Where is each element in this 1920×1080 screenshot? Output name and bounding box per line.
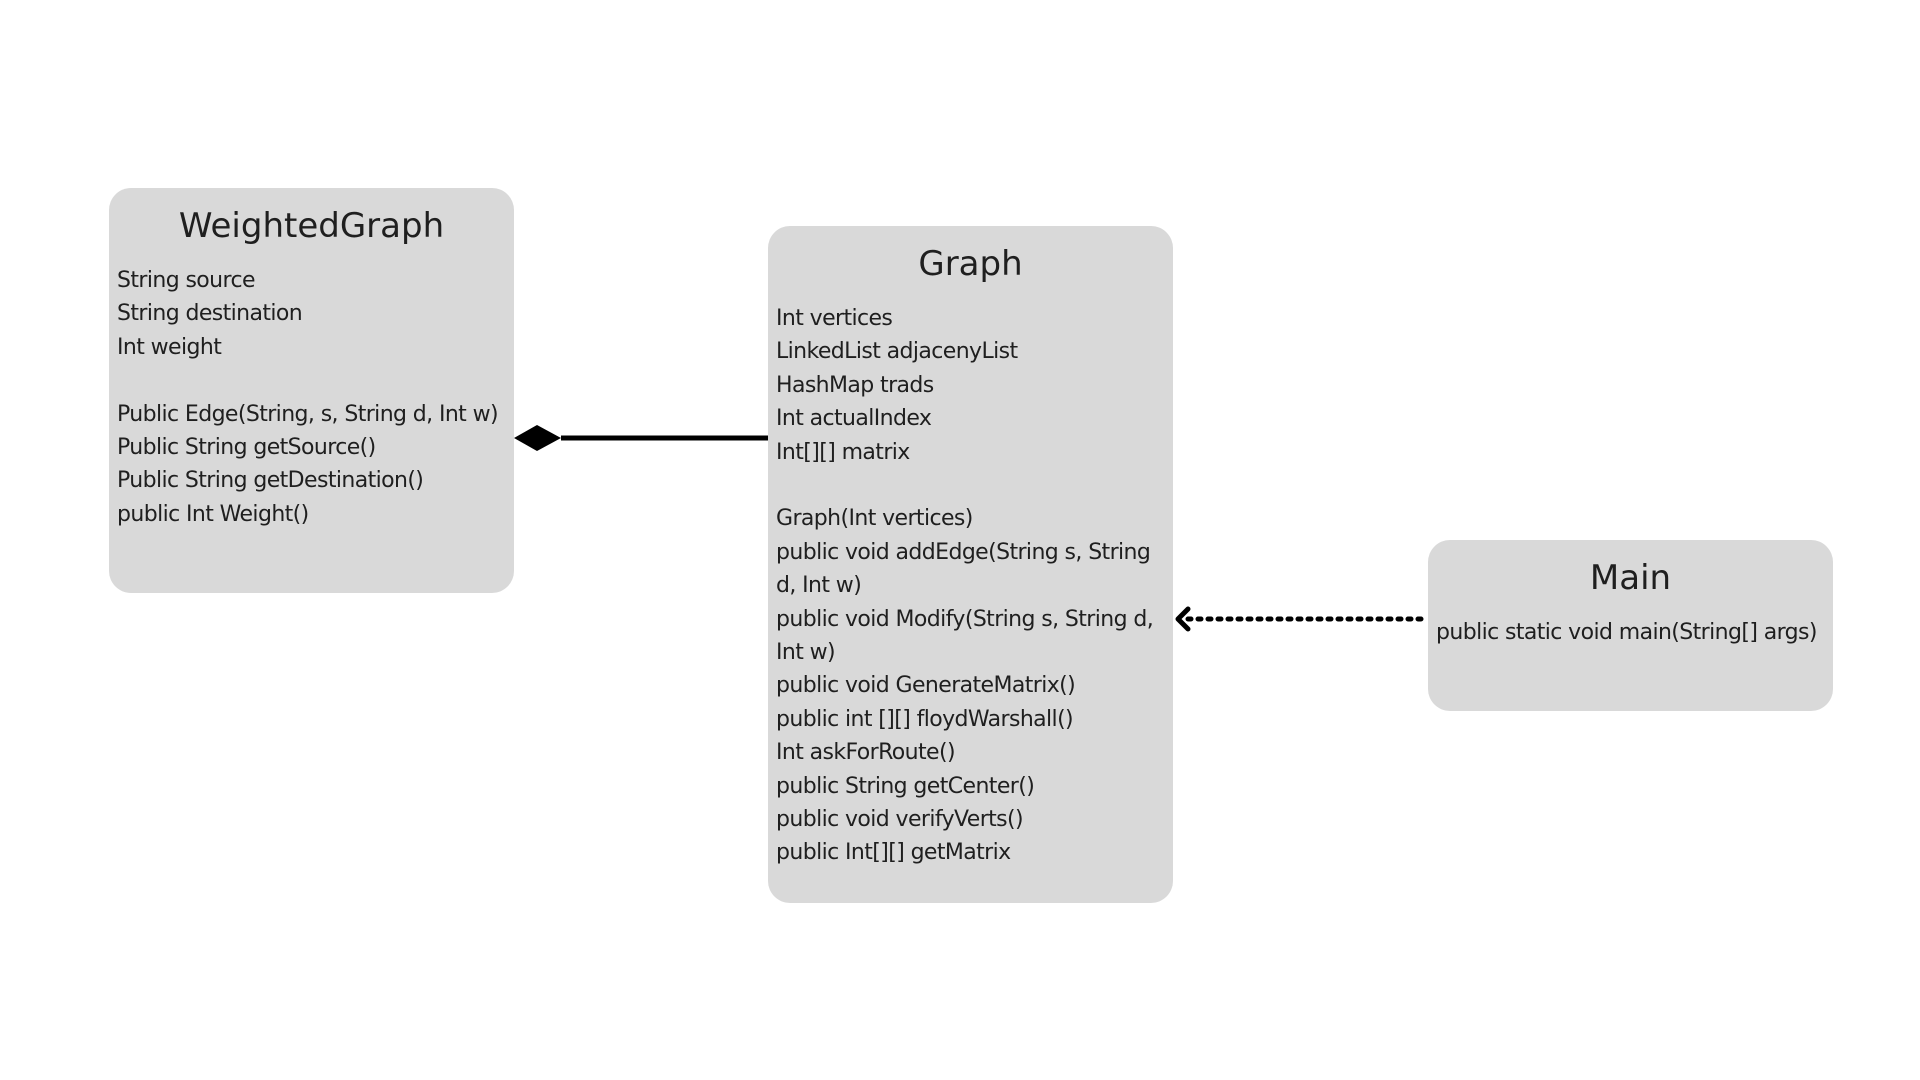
attribute-list: String source String destination Int wei… [117, 264, 506, 364]
method-list: public static void main(String[] args) [1436, 616, 1825, 649]
method-list: Public Edge(String, s, String d, Int w) … [117, 398, 506, 532]
method: public static void main(String[] args) [1436, 620, 1817, 645]
composition-diamond-icon [514, 425, 561, 451]
method: Graph(Int vertices) [776, 506, 973, 532]
method: public void addEdge(String s, String d, … [776, 539, 1151, 599]
class-box-weightedgraph: WeightedGraph String source String desti… [109, 188, 514, 593]
attribute: HashMap trads [776, 372, 934, 398]
attribute: Int[][] matrix [776, 439, 910, 465]
attribute: Int actualIndex [776, 406, 932, 432]
class-name: Main [1589, 558, 1672, 598]
method: public int [][] floydWarshall() [776, 706, 1074, 732]
method: public Int Weight() [117, 501, 309, 527]
class-box-main: Main public static void main(String[] ar… [1428, 540, 1833, 711]
attribute: String destination [117, 301, 303, 327]
method: Public String getDestination() [117, 468, 424, 494]
attribute: Int weight [117, 334, 222, 360]
attribute: Int vertices [776, 306, 893, 331]
method: public String getCenter() [776, 773, 1035, 799]
method: public Int[][] getMatrix [776, 840, 1011, 866]
class-name: WeightedGraph [178, 206, 445, 246]
section-gap [776, 469, 1165, 502]
dependency-arrowhead-icon [1175, 606, 1191, 632]
method: Public Edge(String, s, String d, Int w) [117, 401, 499, 427]
attribute-list: Int vertices LinkedList adjacenyList Has… [776, 302, 1165, 469]
attribute: LinkedList adjacenyList [776, 339, 1018, 365]
method: public void verifyVerts() [776, 807, 1024, 833]
method-list: Graph(Int vertices) public void addEdge(… [776, 502, 1165, 869]
class-box-graph: Graph Int vertices LinkedList adjacenyLi… [768, 226, 1173, 903]
class-name: Graph [918, 244, 1023, 284]
section-gap [117, 364, 506, 397]
attribute: String source [117, 268, 256, 293]
method: public void GenerateMatrix() [776, 673, 1076, 699]
method: Public String getSource() [117, 435, 376, 461]
method: public void Modify(String s, String d, I… [776, 606, 1154, 666]
method: Int askForRoute() [776, 740, 956, 766]
